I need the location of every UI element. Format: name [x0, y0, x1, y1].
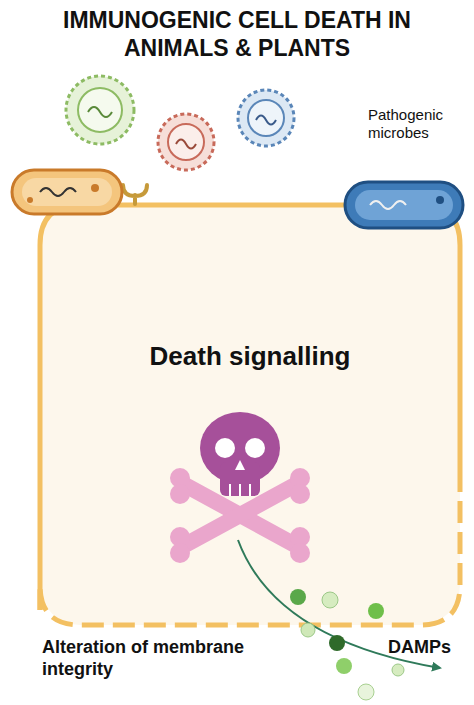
bacterium	[12, 170, 122, 214]
damp-dots	[290, 589, 404, 700]
virus	[238, 90, 294, 146]
title: IMMUNOGENIC CELL DEATH IN ANIMALS & PLAN…	[40, 6, 434, 62]
cell-membrane	[40, 205, 460, 625]
cell-label: Death signalling	[130, 340, 370, 372]
virus	[66, 76, 134, 144]
damps-label: DAMPs	[388, 636, 468, 658]
skull-icon	[170, 412, 310, 563]
virus	[158, 114, 214, 170]
microbes-label: Pathogenic microbes	[368, 106, 468, 142]
cell: Death signalling	[40, 205, 460, 625]
membrane-label: Alteration of membrane integrity	[42, 636, 272, 680]
bacterium	[345, 182, 463, 228]
